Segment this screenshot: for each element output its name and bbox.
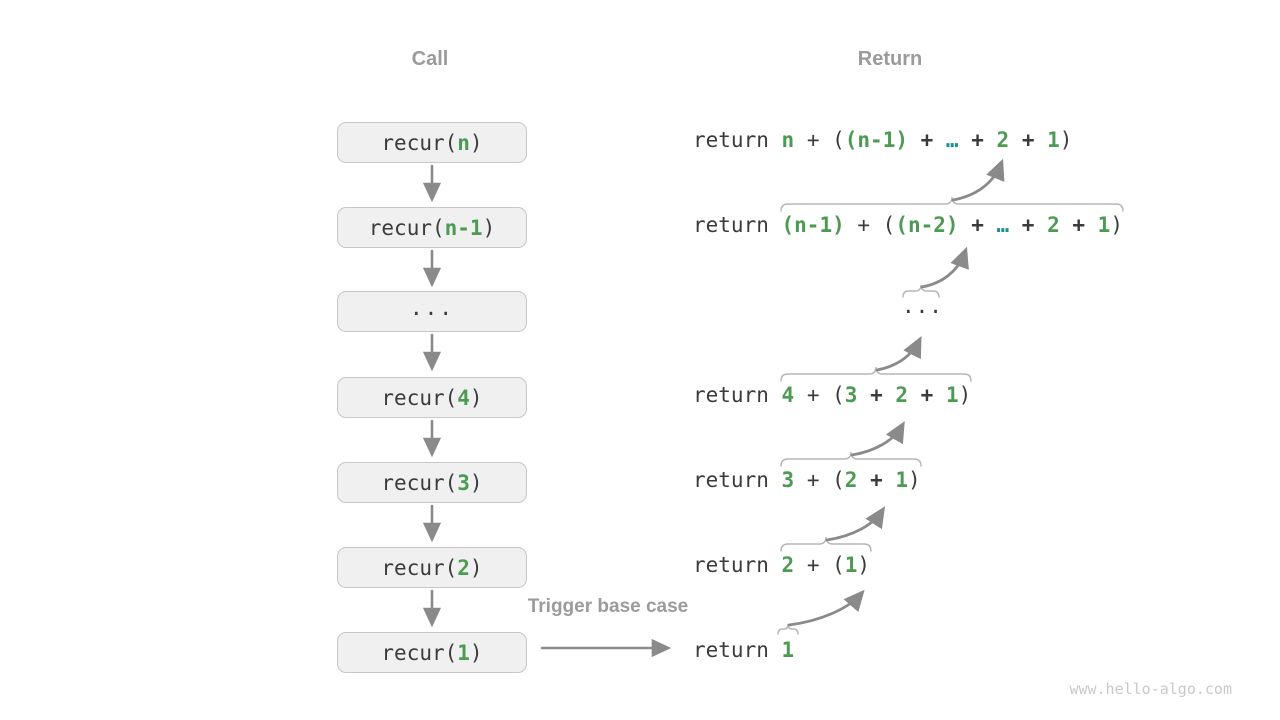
code-segment: (n-2) bbox=[895, 213, 959, 237]
code-segment: return bbox=[693, 213, 782, 237]
code-segment: ( bbox=[832, 383, 845, 407]
trigger-base-case-label: Trigger base case bbox=[527, 596, 689, 617]
code-segment: ... bbox=[902, 294, 943, 318]
code-segment: 3 bbox=[457, 470, 470, 495]
code-segment: ) bbox=[469, 470, 483, 495]
code-segment: … bbox=[945, 128, 959, 152]
code-segment: 1 bbox=[895, 468, 909, 492]
return-line-1: return 1 bbox=[693, 638, 794, 666]
code-segment: + bbox=[1009, 128, 1048, 152]
return-line-n-1: return (n-1) + ((n-2) + … + 2 + 1) bbox=[693, 213, 1123, 241]
return-line-ellipsis: ... bbox=[902, 294, 943, 322]
return-line-n: return n + ((n-1) + … + 2 + 1) bbox=[693, 128, 1072, 156]
call-box-recur-n: recur(n) bbox=[337, 122, 527, 163]
code-segment: return bbox=[693, 553, 782, 577]
code-segment: + bbox=[908, 383, 946, 407]
call-box-recur-2: recur(2) bbox=[337, 547, 527, 588]
code-segment: 1 bbox=[781, 638, 795, 662]
code-segment: 3 bbox=[844, 383, 858, 407]
code-segment: return bbox=[693, 638, 782, 662]
code-segment: ) bbox=[857, 553, 871, 577]
overbrace-icons bbox=[777, 196, 1124, 635]
code-segment: ( bbox=[832, 128, 845, 152]
code-segment: ( bbox=[882, 213, 896, 237]
code-segment: return bbox=[693, 128, 782, 152]
call-box-recur-3: recur(3) bbox=[337, 462, 527, 503]
call-box-ellipsis: ... bbox=[337, 291, 527, 332]
code-segment: n-1 bbox=[444, 215, 483, 240]
code-segment: 1 bbox=[1047, 128, 1060, 152]
code-segment: 1 bbox=[457, 640, 470, 665]
code-segment: recur( bbox=[381, 470, 458, 495]
return-line-4: return 4 + (3 + 2 + 1) bbox=[693, 383, 971, 411]
code-segment: (n-1) bbox=[781, 213, 845, 237]
call-box-recur-4: recur(4) bbox=[337, 377, 527, 418]
code-segment: recur( bbox=[381, 640, 458, 665]
code-segment: ) bbox=[908, 468, 921, 492]
code-segment: ... bbox=[410, 295, 454, 320]
code-segment: recur( bbox=[381, 555, 458, 580]
code-segment: + bbox=[844, 213, 883, 237]
code-segment: + bbox=[794, 383, 833, 407]
code-segment: … bbox=[996, 213, 1010, 237]
code-segment: return bbox=[693, 383, 782, 407]
code-segment: 2 bbox=[844, 468, 858, 492]
code-segment: 2 bbox=[895, 383, 909, 407]
code-segment: 4 bbox=[457, 385, 470, 410]
code-segment: + bbox=[794, 128, 833, 152]
code-segment: n bbox=[781, 128, 795, 152]
code-segment: + bbox=[1059, 213, 1098, 237]
return-line-3: return 3 + (2 + 1) bbox=[693, 468, 921, 496]
code-segment: recur( bbox=[368, 215, 445, 240]
code-segment: 2 bbox=[457, 555, 470, 580]
call-box-recur-n-1: recur(n-1) bbox=[337, 207, 527, 248]
code-segment: + bbox=[958, 128, 997, 152]
code-segment: 2 bbox=[781, 553, 795, 577]
code-segment: ( bbox=[832, 468, 845, 492]
code-segment: ) bbox=[1059, 128, 1073, 152]
call-column-header: Call bbox=[411, 48, 449, 70]
code-segment: 1 bbox=[945, 383, 959, 407]
call-box-recur-1: recur(1) bbox=[337, 632, 527, 673]
code-segment: ) bbox=[469, 555, 483, 580]
code-segment: ( bbox=[832, 553, 845, 577]
code-segment: 2 bbox=[1047, 213, 1060, 237]
code-segment: ) bbox=[1110, 213, 1123, 237]
code-segment: ) bbox=[958, 383, 972, 407]
code-segment: + bbox=[794, 468, 833, 492]
code-segment: + bbox=[907, 128, 946, 152]
code-segment: + bbox=[794, 553, 833, 577]
code-segment: + bbox=[1009, 213, 1048, 237]
code-segment: 4 bbox=[781, 383, 795, 407]
code-segment: 3 bbox=[781, 468, 795, 492]
return-column-header: Return bbox=[857, 48, 923, 70]
code-segment: return bbox=[693, 468, 782, 492]
code-segment: 2 bbox=[996, 128, 1010, 152]
code-segment: ) bbox=[469, 385, 483, 410]
code-segment: recur( bbox=[381, 385, 458, 410]
code-segment: recur( bbox=[381, 130, 458, 155]
watermark: www.hello-algo.com bbox=[1069, 680, 1232, 698]
code-segment: + bbox=[857, 383, 896, 407]
code-segment: + bbox=[958, 213, 997, 237]
code-segment: 1 bbox=[1097, 213, 1111, 237]
code-segment: ) bbox=[469, 640, 483, 665]
code-segment: + bbox=[857, 468, 896, 492]
substitution-arrow-icons bbox=[787, 158, 1005, 627]
code-segment: ) bbox=[482, 215, 496, 240]
return-line-2: return 2 + (1) bbox=[693, 553, 870, 581]
code-segment: 1 bbox=[844, 553, 858, 577]
code-segment: n bbox=[457, 130, 470, 155]
code-segment: ) bbox=[469, 130, 483, 155]
code-segment: (n-1) bbox=[844, 128, 908, 152]
